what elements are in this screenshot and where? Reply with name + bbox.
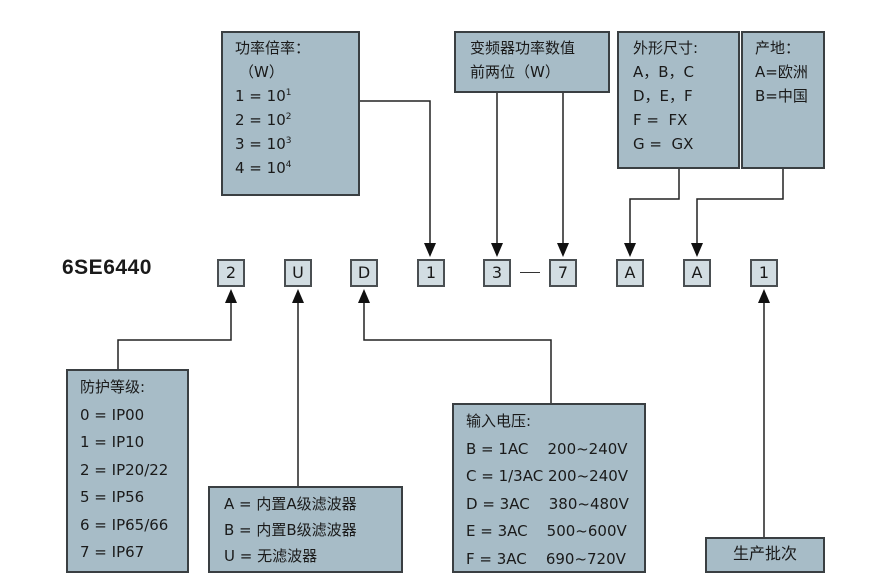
legend-item: B=中国 xyxy=(755,87,808,105)
wire-origin xyxy=(696,168,784,245)
legend-title: 生产批次 xyxy=(732,544,797,563)
legend-item: 2 = IP20/22 xyxy=(80,460,169,479)
legend-title: 功率倍率： xyxy=(235,39,311,57)
power-value-legend: 变频器功率数值 前两位（W） xyxy=(454,31,610,93)
legend-item: B = 内置B级滤波器 xyxy=(224,521,357,539)
frame-size-legend: 外形尺寸: A，B，C D，E，F F = FX G = GX xyxy=(617,31,740,169)
arrow-down-icon xyxy=(424,243,436,257)
legend-item: 6 = IP65/66 xyxy=(80,515,169,534)
arrow-down-icon xyxy=(491,243,503,257)
code-box-power-multiplier: 1 xyxy=(417,259,445,287)
legend-subtitle: 前两位（W） xyxy=(470,63,560,81)
legend-unit: （W） xyxy=(239,63,284,81)
legend-item: 3 = 103 xyxy=(235,135,292,153)
power-multiplier-legend: 功率倍率： （W） 1 = 101 2 = 102 3 = 103 4 = 10… xyxy=(221,31,360,196)
legend-item: F = 3AC 690~720V xyxy=(466,549,626,568)
arrow-up-icon xyxy=(225,289,237,303)
wire-frame-size xyxy=(629,168,680,245)
code-box-power-digit-2: 7 xyxy=(549,259,577,287)
voltage-legend: 输入电压: B = 1AC 200~240V C = 1/3AC 200~240… xyxy=(452,403,646,573)
arrow-down-icon xyxy=(691,243,703,257)
legend-item: A=欧洲 xyxy=(755,63,808,81)
wire-voltage xyxy=(363,301,552,403)
legend-title: 外形尺寸: xyxy=(633,39,699,57)
legend-item: 7 = IP67 xyxy=(80,543,145,561)
code-box-power-digit-1: 3 xyxy=(483,259,511,287)
arrow-up-icon xyxy=(358,289,370,303)
wire-power-multiplier xyxy=(359,100,431,245)
legend-title: 输入电压: xyxy=(466,412,532,430)
legend-item: D = 3AC 380~480V xyxy=(466,494,629,513)
arrow-up-icon xyxy=(758,289,770,303)
legend-item: 0 = IP00 xyxy=(80,405,145,424)
code-box-batch: 1 xyxy=(750,259,778,287)
legend-title: 变频器功率数值 xyxy=(470,39,576,57)
legend-item: 5 = IP56 xyxy=(80,488,145,506)
legend-item: 4 = 104 xyxy=(235,159,292,177)
legend-item: C = 1/3AC 200~240V xyxy=(466,467,629,485)
code-box-filter: U xyxy=(284,259,312,287)
code-box-origin: A xyxy=(683,259,711,287)
arrow-down-icon xyxy=(624,243,636,257)
legend-item: U = 无滤波器 xyxy=(224,547,318,565)
code-box-frame-size: A xyxy=(616,259,644,287)
legend-item: G = GX xyxy=(633,135,694,153)
code-box-protection: 2 xyxy=(217,259,245,287)
legend-item: 1 = IP10 xyxy=(80,433,145,451)
legend-title: 防护等级: xyxy=(80,378,146,396)
batch-legend: 生产批次 xyxy=(705,537,825,573)
legend-item: 2 = 102 xyxy=(235,111,292,129)
legend-item: B = 1AC 200~240V xyxy=(466,439,628,458)
wire-protection xyxy=(117,301,232,369)
legend-item: A = 内置A级滤波器 xyxy=(224,495,357,513)
legend-item: E = 3AC 500~600V xyxy=(466,522,627,540)
protection-legend: 防护等级: 0 = IP00 1 = IP10 2 = IP20/22 5 = … xyxy=(66,369,189,573)
legend-title: 产地： xyxy=(755,39,801,57)
arrow-down-icon xyxy=(557,243,569,257)
legend-item: A，B，C xyxy=(633,63,695,81)
separator-dash xyxy=(520,272,540,273)
origin-legend: 产地： A=欧洲 B=中国 xyxy=(741,31,825,169)
arrow-up-icon xyxy=(292,289,304,303)
legend-item: 1 = 101 xyxy=(235,87,292,105)
code-box-voltage: D xyxy=(350,259,378,287)
legend-item: F = FX xyxy=(633,111,688,129)
filter-legend: A = 内置A级滤波器 B = 内置B级滤波器 U = 无滤波器 xyxy=(208,486,403,573)
legend-item: D，E，F xyxy=(633,87,693,105)
model-prefix: 6SE6440 xyxy=(62,256,152,279)
